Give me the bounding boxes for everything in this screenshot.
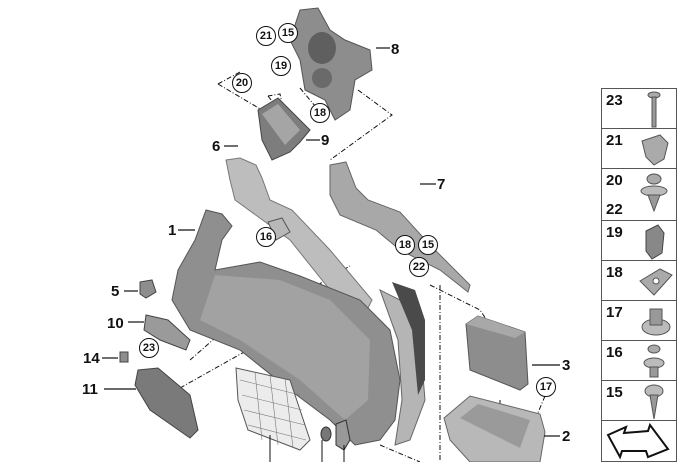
part-label-11: 11 xyxy=(82,381,98,398)
bolt-icon xyxy=(647,91,661,128)
part-1-side-panel xyxy=(171,209,426,446)
legend-label: 17 xyxy=(606,304,623,321)
legend-item-18: 18 xyxy=(602,261,676,301)
circled-label-16: 16 xyxy=(256,227,276,247)
legend-label: 15 xyxy=(606,384,623,401)
part-label-5: 5 xyxy=(111,283,120,300)
legend-item-19: 19 xyxy=(602,221,676,261)
part-label-10: 10 xyxy=(107,315,124,332)
spring-clip-icon xyxy=(645,224,665,260)
small-parts xyxy=(119,279,199,439)
part-2-tray xyxy=(443,395,546,462)
speed-nut-icon xyxy=(639,268,673,296)
part-label-1: 1 xyxy=(168,222,177,239)
net-part xyxy=(235,367,311,462)
legend-label: 16 xyxy=(606,344,623,361)
circled-label-20: 20 xyxy=(232,73,252,93)
fastener-legend: 23 21 20 22 19 18 17 16 15 xyxy=(601,88,677,462)
part-label-8: 8 xyxy=(391,41,400,58)
legend-item-23: 23 xyxy=(602,89,676,129)
circled-label-23: 23 xyxy=(139,338,159,358)
part-6-trim xyxy=(225,157,373,309)
legend-item-21: 21 xyxy=(602,129,676,169)
legend-label: 20 xyxy=(606,172,623,189)
push-rivet-icon xyxy=(643,344,665,378)
part-label-6: 6 xyxy=(212,138,221,155)
legend-label: 18 xyxy=(606,264,623,281)
legend-label: 21 xyxy=(606,132,623,149)
part-label-2: 2 xyxy=(562,428,571,445)
clip-nut-icon xyxy=(641,134,669,166)
legend-item-20-22: 20 22 xyxy=(602,169,676,221)
part-label-7: 7 xyxy=(437,176,446,193)
flange-nut-icon xyxy=(641,308,671,336)
legend-label: 22 xyxy=(606,201,623,218)
circled-label-15: 15 xyxy=(278,23,298,43)
part-7-rail xyxy=(329,161,471,293)
part-label-14: 14 xyxy=(83,350,100,367)
circled-label-22: 22 xyxy=(409,257,429,277)
circled-label-18: 18 xyxy=(310,103,330,123)
legend-label: 19 xyxy=(606,224,623,241)
legend-item-17: 17 xyxy=(602,301,676,341)
part-9-duct xyxy=(257,97,311,161)
part-8-bracket xyxy=(289,7,373,121)
expanding-rivet-icon xyxy=(640,173,668,213)
circled-label-21: 21 xyxy=(256,26,276,46)
legend-item-arrow xyxy=(602,421,676,461)
circled-label-17: 17 xyxy=(536,377,556,397)
legend-item-15: 15 xyxy=(602,381,676,421)
part-label-9: 9 xyxy=(321,132,330,149)
circled-label-19: 19 xyxy=(271,56,291,76)
part-3-box xyxy=(465,315,529,391)
part-label-3: 3 xyxy=(562,357,571,374)
circled-label-18: 18 xyxy=(395,235,415,255)
label-leaders xyxy=(102,47,560,437)
circled-label-15: 15 xyxy=(418,235,438,255)
legend-label: 23 xyxy=(606,92,623,109)
latch-parts xyxy=(320,419,351,462)
self-tapping-screw-icon xyxy=(644,384,664,420)
direction-arrow-icon xyxy=(606,422,670,460)
legend-item-16: 16 xyxy=(602,341,676,381)
